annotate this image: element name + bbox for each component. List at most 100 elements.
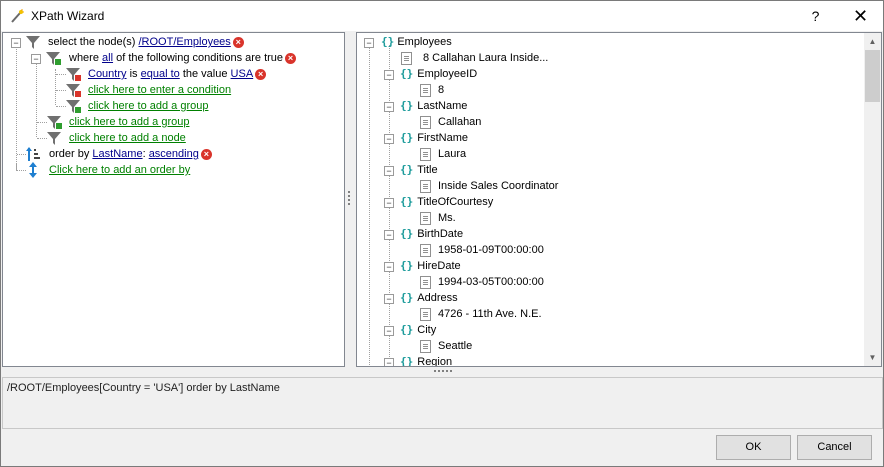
xml-element-label: Title bbox=[417, 164, 438, 176]
xml-element-node[interactable]: {}HireDate bbox=[400, 258, 461, 274]
filter-icon bbox=[47, 132, 61, 145]
xml-element-label: Region bbox=[417, 356, 453, 367]
xml-preview-panel[interactable]: − {} Employees 8 Callahan Laura Inside..… bbox=[356, 32, 882, 367]
text-node-icon bbox=[420, 340, 431, 353]
filter-add-icon bbox=[46, 52, 61, 65]
collapse-toggle[interactable]: − bbox=[384, 294, 394, 304]
tree-line bbox=[17, 170, 26, 171]
select-prefix: select the node(s) bbox=[48, 36, 136, 48]
xml-element-node[interactable]: {}EmployeeID bbox=[400, 66, 477, 82]
vertical-scrollbar[interactable]: ▲ ▼ bbox=[864, 33, 881, 366]
order-prefix: order by bbox=[49, 148, 90, 160]
xml-text-value: 8 bbox=[438, 84, 445, 96]
xml-text-value: 4726 - 11th Ave. N.E. bbox=[438, 308, 542, 320]
xpath-result-panel: /ROOT/Employees[Country = 'USA'] order b… bbox=[2, 377, 883, 429]
condition-is: is bbox=[129, 68, 138, 80]
condition-field-link[interactable]: Country bbox=[88, 68, 127, 80]
xml-element-label: TitleOfCourtesy bbox=[417, 196, 494, 208]
xml-element-node[interactable]: {}TitleOfCourtesy bbox=[400, 194, 493, 210]
select-path-link[interactable]: /ROOT/Employees bbox=[138, 36, 231, 48]
xml-text-value: Seattle bbox=[438, 340, 473, 352]
text-node-icon bbox=[420, 116, 431, 129]
xml-element-node[interactable]: {}City bbox=[400, 322, 436, 338]
close-button[interactable]: ✕ bbox=[852, 6, 869, 26]
add-group-inner-link[interactable]: click here to add a group bbox=[88, 100, 209, 112]
xml-text-value: Ms. bbox=[438, 212, 456, 224]
element-icon: {} bbox=[400, 195, 414, 208]
query-builder-panel[interactable]: − select the node(s) /ROOT/Employees× − … bbox=[2, 32, 345, 367]
order-field-link[interactable]: LastName bbox=[92, 148, 143, 160]
where-all-link[interactable]: all bbox=[102, 52, 114, 64]
add-condition-link[interactable]: click here to enter a condition bbox=[88, 84, 232, 96]
condition-operator-link[interactable]: equal to bbox=[140, 68, 180, 80]
where-suffix: of the following conditions are true bbox=[116, 52, 284, 64]
text-node-icon bbox=[420, 308, 431, 321]
xml-text-value: Inside Sales Coordinator bbox=[438, 180, 559, 192]
collapse-toggle[interactable]: − bbox=[384, 358, 394, 366]
xml-element-label: Address bbox=[417, 292, 458, 304]
xml-root-node[interactable]: {} Employees bbox=[381, 34, 452, 50]
text-node-icon bbox=[420, 84, 431, 97]
xml-element-node[interactable]: {}Region bbox=[400, 354, 453, 367]
add-node-link[interactable]: click here to add a node bbox=[69, 132, 186, 144]
horizontal-splitter[interactable] bbox=[434, 370, 454, 372]
xml-element-node[interactable]: {}BirthDate bbox=[400, 226, 463, 242]
scroll-down-arrow-icon[interactable]: ▼ bbox=[868, 353, 877, 362]
order-separator: : bbox=[142, 148, 146, 160]
order-direction-link[interactable]: ascending bbox=[148, 148, 199, 160]
collapse-toggle[interactable]: − bbox=[31, 54, 41, 64]
element-icon: {} bbox=[400, 163, 414, 176]
tree-line bbox=[36, 61, 37, 137]
xml-text-value: Callahan bbox=[438, 116, 482, 128]
title-bar: XPath Wizard ? ✕ bbox=[1, 1, 883, 31]
xml-element-label: HireDate bbox=[417, 260, 461, 272]
tree-line bbox=[56, 90, 66, 91]
help-button[interactable]: ? bbox=[811, 8, 820, 24]
collapse-toggle[interactable]: − bbox=[384, 134, 394, 144]
vertical-splitter[interactable] bbox=[348, 191, 350, 207]
xml-element-label: LastName bbox=[417, 100, 468, 112]
filter-add-icon bbox=[47, 116, 62, 129]
condition-value-link[interactable]: USA bbox=[230, 68, 254, 80]
collapse-toggle[interactable]: − bbox=[384, 262, 394, 272]
xml-element-node[interactable]: {}Address bbox=[400, 290, 458, 306]
ok-button[interactable]: OK bbox=[716, 435, 791, 460]
filter-remove-icon bbox=[66, 68, 81, 81]
element-icon: {} bbox=[400, 131, 414, 144]
collapse-toggle[interactable]: − bbox=[11, 38, 21, 48]
delete-icon[interactable]: × bbox=[255, 68, 267, 80]
xml-element-label: EmployeeID bbox=[417, 68, 478, 80]
collapse-toggle[interactable]: − bbox=[384, 198, 394, 208]
collapse-toggle[interactable]: − bbox=[384, 102, 394, 112]
element-icon: {} bbox=[400, 67, 414, 80]
delete-icon[interactable]: × bbox=[232, 36, 244, 48]
collapse-toggle[interactable]: − bbox=[384, 166, 394, 176]
delete-icon[interactable]: × bbox=[200, 148, 212, 160]
add-group-outer-link[interactable]: click here to add a group bbox=[69, 116, 190, 128]
element-icon: {} bbox=[400, 323, 414, 336]
text-node-icon bbox=[420, 276, 431, 289]
sort-ascending-icon bbox=[26, 147, 40, 161]
collapse-toggle[interactable]: − bbox=[364, 38, 374, 48]
element-icon: {} bbox=[381, 35, 395, 48]
sort-arrows-icon bbox=[29, 162, 37, 178]
collapse-toggle[interactable]: − bbox=[384, 70, 394, 80]
tree-line bbox=[56, 106, 66, 107]
xpath-result-text: /ROOT/Employees[Country = 'USA'] order b… bbox=[7, 382, 280, 394]
xml-element-node[interactable]: {}LastName bbox=[400, 98, 467, 114]
scroll-up-arrow-icon[interactable]: ▲ bbox=[868, 37, 877, 46]
collapse-toggle[interactable]: − bbox=[384, 326, 394, 336]
xml-text-value: 1994-03-05T00:00:00 bbox=[438, 276, 544, 288]
scroll-thumb[interactable] bbox=[865, 50, 880, 102]
delete-icon[interactable]: × bbox=[285, 52, 297, 64]
window-title: XPath Wizard bbox=[31, 9, 105, 23]
xml-element-node[interactable]: {}FirstName bbox=[400, 130, 468, 146]
cancel-button[interactable]: Cancel bbox=[797, 435, 872, 460]
xml-element-node[interactable]: {}Title bbox=[400, 162, 438, 178]
tree-line bbox=[369, 45, 370, 365]
xml-root-text-value: 8 Callahan Laura Inside... bbox=[423, 52, 549, 64]
xml-text-value: 1958-01-09T00:00:00 bbox=[438, 244, 544, 256]
add-order-link[interactable]: Click here to add an order by bbox=[49, 164, 191, 176]
collapse-toggle[interactable]: − bbox=[384, 230, 394, 240]
element-icon: {} bbox=[400, 355, 414, 367]
